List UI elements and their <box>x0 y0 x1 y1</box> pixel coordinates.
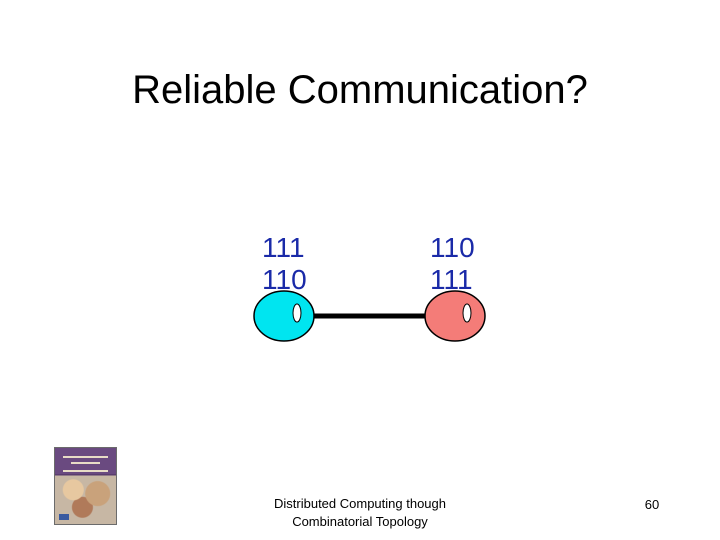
left-node-eye-icon <box>292 303 302 323</box>
book-cover-band <box>55 448 116 474</box>
right-node-bits-line1: 110 <box>430 232 475 263</box>
left-node-bits-line1: 111 <box>262 232 305 263</box>
book-cover-line <box>63 456 108 458</box>
left-node-bits: 111 110 <box>262 232 307 296</box>
slide-footer: Distributed Computing though Combinatori… <box>230 495 490 531</box>
book-cover-line <box>63 470 108 472</box>
book-cover-badge <box>59 514 69 520</box>
left-node-bits-line2: 110 <box>262 264 307 295</box>
right-node-circle <box>424 290 486 342</box>
footer-line1: Distributed Computing though <box>274 496 446 511</box>
book-cover-icon <box>54 447 117 525</box>
slide-title: Reliable Communication? <box>132 68 588 112</box>
left-node-circle <box>253 290 315 342</box>
right-node-eye-icon <box>462 303 472 323</box>
page-number: 60 <box>644 497 660 512</box>
book-cover-line <box>71 462 100 464</box>
right-node-bits: 110 111 <box>430 232 475 296</box>
right-node-bits-line2: 111 <box>430 264 473 295</box>
footer-line2: Combinatorial Topology <box>292 514 428 529</box>
